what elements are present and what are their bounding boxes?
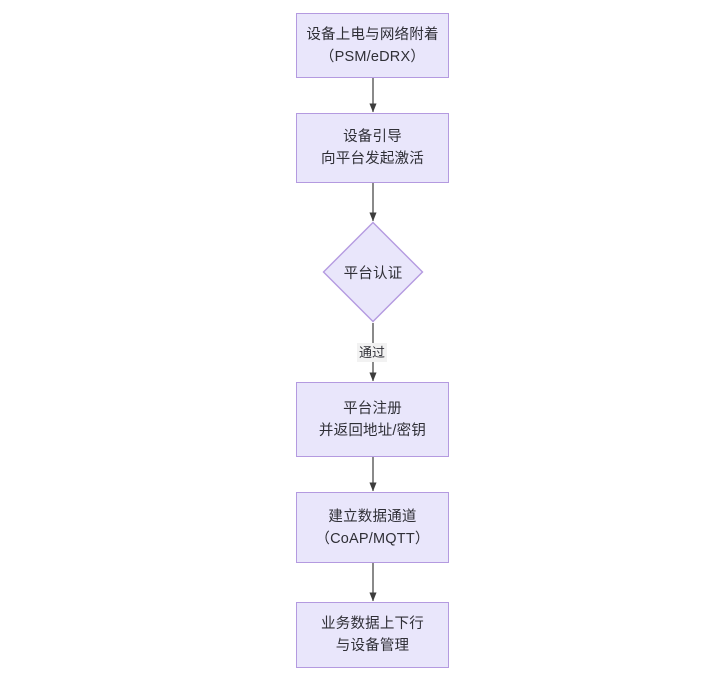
flow-node-platform-auth[interactable]: 平台认证	[322, 221, 424, 323]
edge-label-pass: 通过	[357, 343, 388, 362]
flow-node-label-line1: 平台注册	[343, 400, 402, 417]
flow-node-platform-register[interactable]: 平台注册 并返回地址/密钥	[296, 382, 449, 457]
flow-node-label-line1: 设备上电与网络附着	[306, 26, 439, 43]
flow-node-label-line1: 建立数据通道	[328, 508, 417, 525]
flow-node-label-line2: 并返回地址/密钥	[318, 422, 427, 439]
diamond-shape	[322, 221, 424, 323]
flow-node-business-data[interactable]: 业务数据上下行 与设备管理	[296, 602, 449, 668]
flow-node-label-line1: 设备引导	[343, 129, 402, 145]
flow-node-label-line2: 向平台发起激活	[321, 151, 424, 167]
flow-node-label-line1: 业务数据上下行	[321, 616, 424, 632]
flow-node-label-line2: （CoAP/MQTT）	[315, 530, 430, 547]
flow-node-device-power-on[interactable]: 设备上电与网络附着 （PSM/eDRX）	[296, 13, 449, 78]
flow-node-device-bootstrap[interactable]: 设备引导 向平台发起激活	[296, 113, 449, 183]
flow-node-label-line2: （PSM/eDRX）	[319, 48, 426, 65]
flow-node-label-line2: 与设备管理	[335, 638, 410, 654]
flow-node-data-channel[interactable]: 建立数据通道 （CoAP/MQTT）	[296, 492, 449, 563]
flow-node-label-line1: 平台认证	[343, 265, 403, 282]
